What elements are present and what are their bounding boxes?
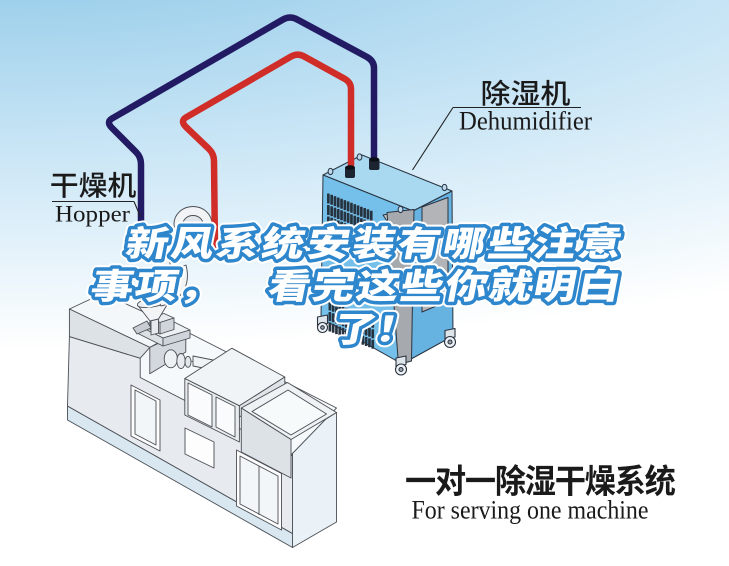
svg-text:For serving one machine: For serving one machine: [412, 495, 649, 525]
svg-text:Dehumidifier: Dehumidifier: [459, 106, 592, 136]
svg-text:Hopper: Hopper: [55, 202, 130, 228]
